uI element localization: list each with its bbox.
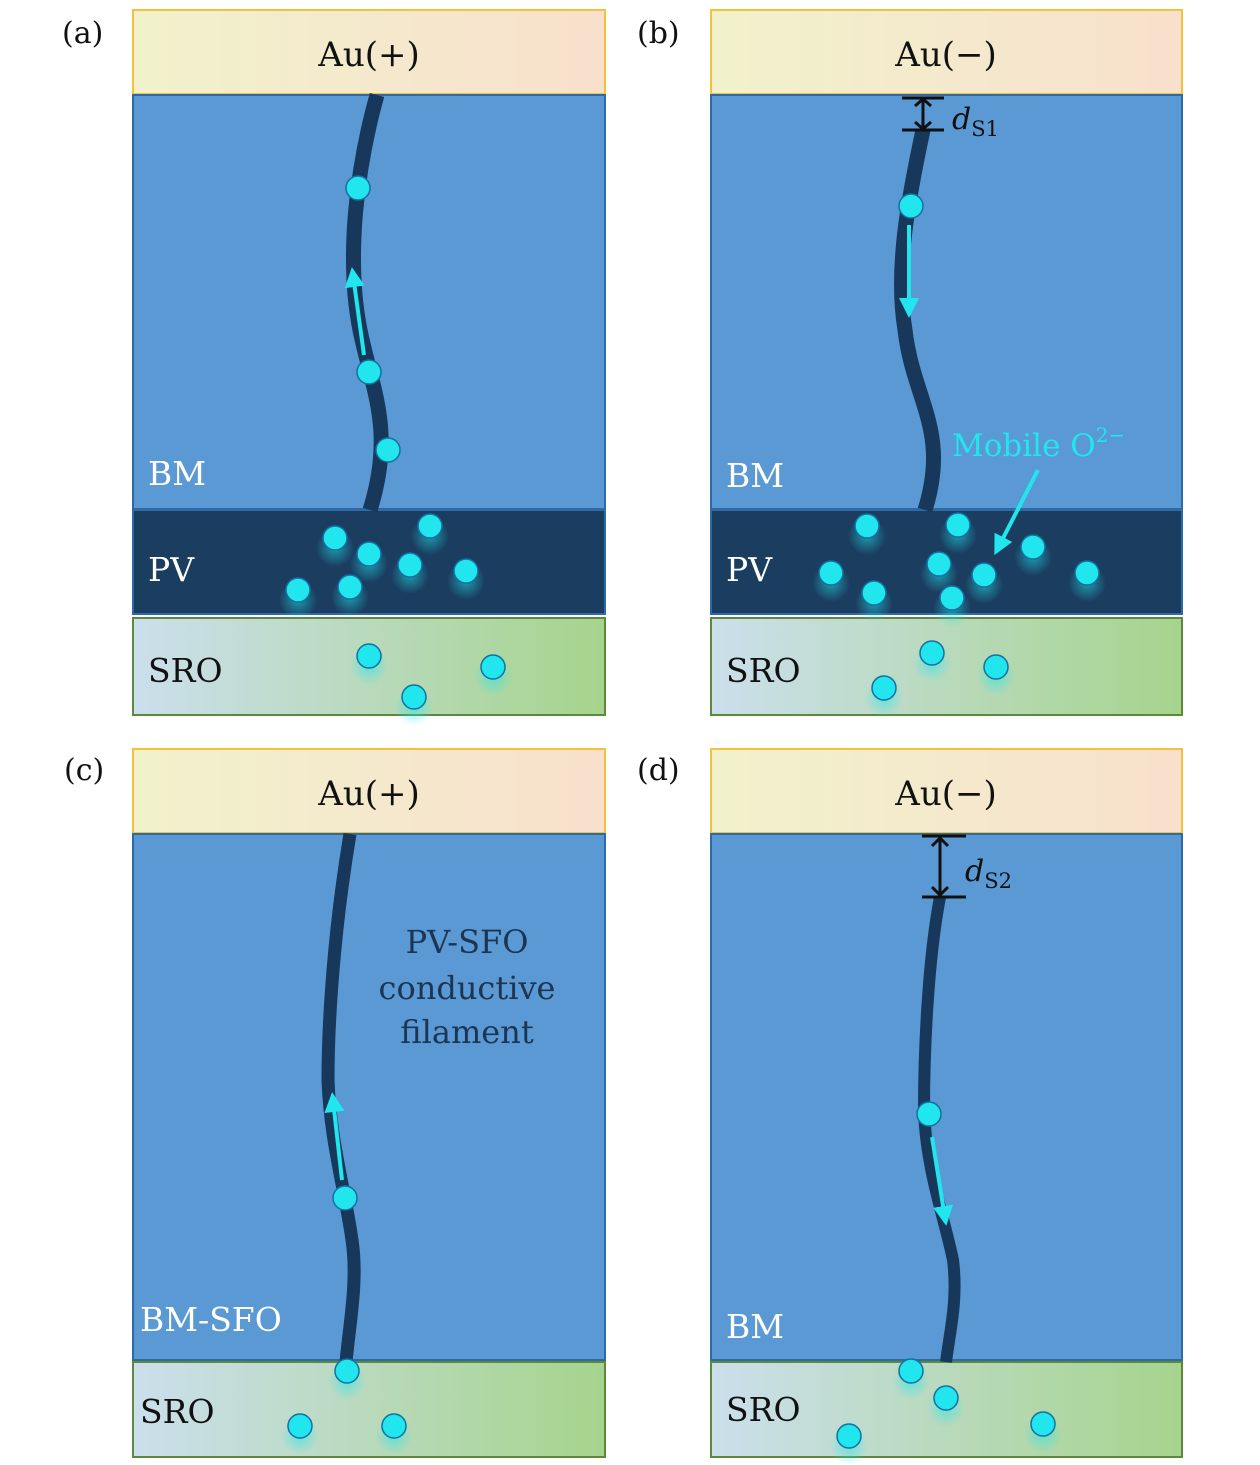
panel-d-filament <box>917 895 961 1363</box>
panel-a-label: (a) <box>62 16 103 51</box>
panel-b-sro-label: SRO <box>726 651 801 690</box>
panel-b-gap-marker: dS1 <box>902 96 999 141</box>
ion <box>337 574 363 600</box>
ion <box>480 654 506 680</box>
panel-d-bm-label: BM <box>726 1307 784 1346</box>
panel-b-bm-label: BM <box>726 456 784 495</box>
panel-d-ion-arrow-down <box>930 1136 953 1226</box>
panel-a-electrode-label: Au(+) <box>317 35 419 75</box>
note-line-1: PV-SFO <box>406 923 529 961</box>
ion <box>397 552 423 578</box>
ion <box>285 577 311 603</box>
panel-d: (d) Au(−) BM SRO dS2 <box>637 748 1183 1465</box>
ion <box>356 643 382 669</box>
panel-b-ions <box>812 193 1106 717</box>
panel-d-label: (d) <box>637 753 680 788</box>
ion <box>1074 560 1100 586</box>
panel-c-label: (c) <box>64 753 104 788</box>
panel-d-electrode-label: Au(−) <box>894 774 996 814</box>
ion <box>919 640 945 666</box>
ion <box>345 175 371 201</box>
panel-d-gap-marker: dS2 <box>922 834 1012 899</box>
panel-c: (c) Au(+) BM-SFO SRO PV-SFO conductive f… <box>64 748 606 1458</box>
ion <box>861 580 887 606</box>
panel-d-gap-label: dS2 <box>965 854 1012 893</box>
ion <box>916 1101 942 1127</box>
ion <box>334 1358 360 1384</box>
ion <box>818 560 844 586</box>
ion <box>854 513 880 539</box>
panel-c-ion-arrow-up <box>324 1092 345 1181</box>
gap-double-arrow <box>930 835 950 898</box>
ion <box>971 562 997 588</box>
ion <box>1020 534 1046 560</box>
ion <box>1030 1411 1056 1437</box>
ion <box>381 1413 407 1439</box>
ion <box>332 1185 358 1211</box>
ion <box>983 654 1009 680</box>
panel-d-ions <box>830 1101 1062 1465</box>
panel-b: (b) Au(−) BM PV SRO dS1 Mobile O2− <box>637 9 1183 717</box>
panel-c-bm-label: BM-SFO <box>140 1300 282 1339</box>
ion <box>836 1423 862 1449</box>
panel-d-bm-layer <box>710 833 1183 1361</box>
ion <box>926 551 952 577</box>
panel-b-au-electrode <box>710 9 1183 95</box>
panel-a-bm-label: BM <box>148 454 206 493</box>
ion <box>933 1385 959 1411</box>
gap-double-arrow <box>914 97 932 131</box>
panel-c-sro-label: SRO <box>140 1392 215 1431</box>
panel-d-sro-label: SRO <box>726 1390 801 1429</box>
ion <box>945 512 971 538</box>
panel-c-filament <box>321 832 361 1363</box>
ion <box>401 684 427 710</box>
panel-a-au-electrode <box>132 9 606 95</box>
panel-a-pv-label: PV <box>148 550 195 589</box>
ion <box>417 513 443 539</box>
panel-b-annotation-arrow <box>994 469 1040 556</box>
ion <box>322 525 348 551</box>
panel-c-electrode-label: Au(+) <box>317 774 419 814</box>
panel-a-ions <box>279 175 512 726</box>
panel-a: (a) Au(+) BM PV SRO <box>62 9 606 726</box>
note-line-3: filament <box>400 1013 534 1051</box>
panel-d-au-electrode <box>710 748 1183 834</box>
panel-b-gap-label: dS1 <box>952 102 999 141</box>
panel-b-mobile-ion-annotation: Mobile O2− <box>952 423 1125 464</box>
panel-b-electrode-label: Au(−) <box>894 35 996 75</box>
panel-c-note: PV-SFO conductive filament <box>379 923 556 1051</box>
ion <box>453 558 479 584</box>
panel-c-sro-layer <box>132 1361 606 1458</box>
ion <box>939 585 965 611</box>
panel-c-bm-sfo-layer <box>132 833 606 1361</box>
panel-a-ion-arrow-up <box>344 267 366 356</box>
panel-a-sro-label: SRO <box>148 651 223 690</box>
ion <box>898 193 924 219</box>
ion <box>898 1358 924 1384</box>
note-line-2: conductive <box>379 969 556 1007</box>
ion <box>356 541 382 567</box>
panel-b-pv-label: PV <box>726 550 773 589</box>
panel-b-label: (b) <box>637 16 680 51</box>
ion <box>375 437 401 463</box>
ion <box>871 675 897 701</box>
ion <box>287 1413 313 1439</box>
ion <box>356 359 382 385</box>
panel-c-ions <box>281 1185 413 1455</box>
